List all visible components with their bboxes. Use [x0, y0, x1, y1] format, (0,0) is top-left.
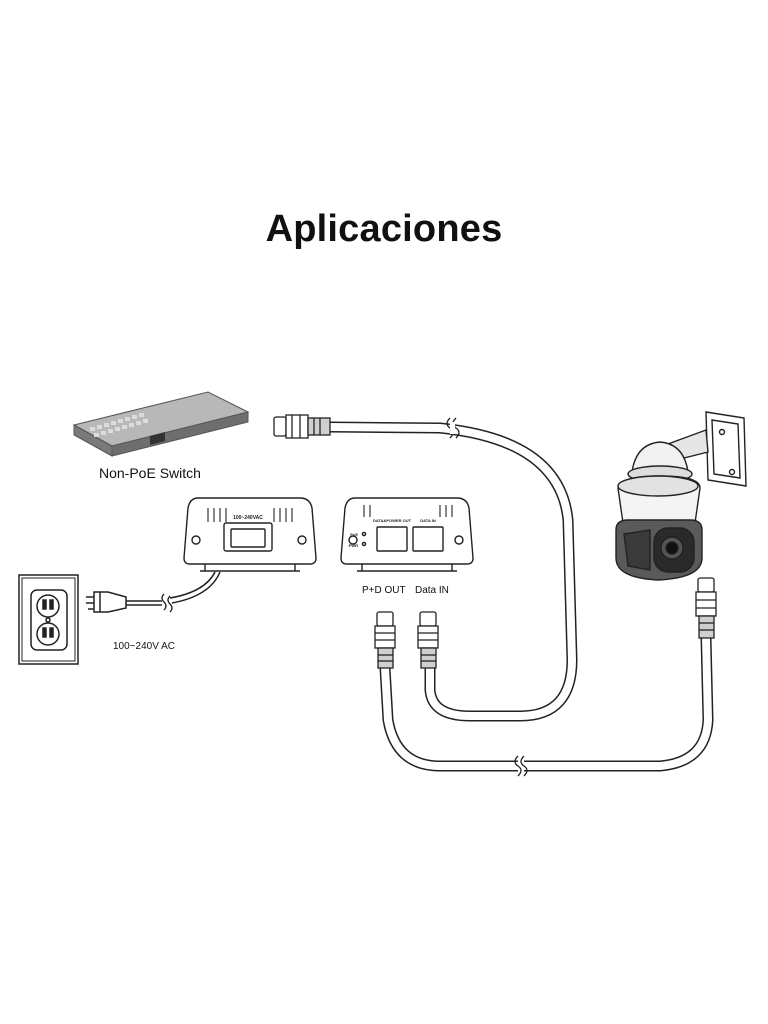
led-pwr-label: PWR [349, 543, 358, 548]
switch-label: Non-PoE Switch [99, 465, 201, 481]
injector-out-label: DATA&POWER OUT [373, 518, 412, 523]
wall-outlet-icon [18, 574, 79, 665]
led-poe-label: PoE [350, 532, 358, 537]
cable-break-mark [514, 755, 528, 777]
ac-input-label: 100~240V AC [113, 641, 175, 652]
rj45-plug-camera [695, 577, 717, 639]
injector-data-side [340, 497, 474, 572]
cable-switch-to-injector [324, 421, 578, 722]
port-out-label: P+D OUT [362, 585, 406, 596]
injector-ac-side [183, 497, 317, 572]
non-poe-switch-icon [72, 391, 250, 457]
injector-ac-label: 100~240VAC [233, 515, 263, 521]
cable-break-mark [446, 417, 460, 439]
page-title: Aplicaciones [265, 208, 503, 250]
port-in-label: Data IN [415, 585, 449, 596]
injector-in-label: DATA IN [420, 518, 436, 523]
cable-injector-to-camera [379, 632, 714, 772]
rj45-plug-in [417, 611, 439, 669]
rj45-plug-out [374, 611, 396, 669]
ac-power-cord [86, 571, 221, 613]
ptz-camera-icon [615, 411, 747, 581]
rj45-plug-switch [273, 414, 331, 439]
